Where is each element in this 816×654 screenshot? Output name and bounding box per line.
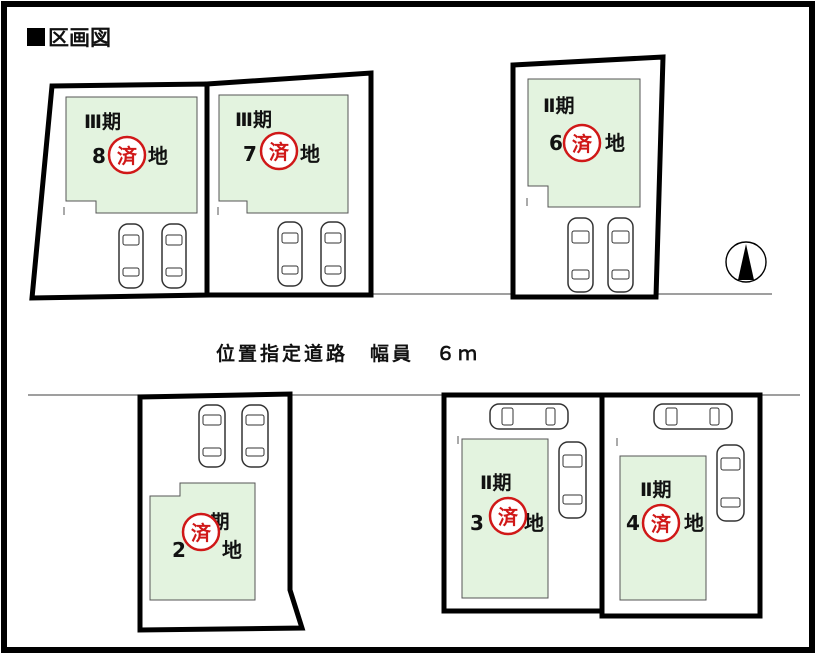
lot-suffix: 地 xyxy=(222,538,242,562)
sold-stamp-icon: 済 xyxy=(562,123,602,163)
lot-phase-label: Ⅱ期 xyxy=(480,472,512,494)
lot-number: 8 xyxy=(92,144,106,168)
lot-8[interactable]: Ⅲ期 8 地 済 xyxy=(29,81,210,301)
car-icon xyxy=(607,217,634,293)
car-icon xyxy=(567,217,594,293)
sold-stamp-text: 済 xyxy=(117,144,138,168)
lot-suffix: 地 xyxy=(300,142,320,166)
lot-suffix: 地 xyxy=(605,131,625,155)
lot-phase-label: Ⅲ期 xyxy=(235,109,272,131)
lot-phase-label: Ⅱ期 xyxy=(543,95,575,117)
lot-number: 6 xyxy=(549,131,563,155)
lot-suffix: 地 xyxy=(524,511,544,535)
car-icon xyxy=(716,444,745,522)
sold-stamp-text: 済 xyxy=(191,521,212,545)
lot-6[interactable]: Ⅱ期 6 地 済 xyxy=(510,54,666,300)
lot-2[interactable]: Ⅱ期 2 地 済 xyxy=(137,391,306,633)
car-icon xyxy=(653,403,733,430)
car-icon xyxy=(320,221,346,287)
lot-phase-label: Ⅲ期 xyxy=(84,111,121,133)
lot-suffix: 地 xyxy=(148,144,168,168)
title-square-icon xyxy=(27,28,45,46)
car-icon xyxy=(558,441,587,519)
north-arrow-icon xyxy=(725,241,767,283)
lot-number: 2 xyxy=(172,538,186,562)
sold-stamp-icon: 済 xyxy=(107,135,147,175)
lot-phase-label: Ⅱ期 xyxy=(640,479,672,501)
lot-3[interactable]: Ⅱ期 3 地 済 xyxy=(441,392,605,614)
sold-stamp-text: 済 xyxy=(498,505,519,529)
sold-stamp-icon: 済 xyxy=(488,496,528,536)
car-icon xyxy=(118,223,144,289)
car-icon xyxy=(241,404,269,468)
sold-stamp-icon: 済 xyxy=(181,512,221,552)
lot-number: 4 xyxy=(626,511,640,535)
car-icon xyxy=(489,403,569,430)
car-icon xyxy=(161,223,187,289)
lot-number: 3 xyxy=(470,511,484,535)
page-title: 区画図 xyxy=(48,26,111,50)
lot-number: 7 xyxy=(243,142,257,166)
car-icon xyxy=(198,404,226,468)
car-icon xyxy=(277,221,303,287)
lot-7[interactable]: Ⅲ期 7 地 済 xyxy=(204,70,374,298)
lot-4[interactable]: Ⅱ期 4 地 済 xyxy=(599,392,763,619)
sold-stamp-icon: 済 xyxy=(259,131,299,171)
sold-stamp-text: 済 xyxy=(269,140,290,164)
lot-suffix: 地 xyxy=(684,511,704,535)
sold-stamp-text: 済 xyxy=(572,132,593,156)
sold-stamp-text: 済 xyxy=(651,512,672,536)
sold-stamp-icon: 済 xyxy=(641,503,681,543)
road-label: 位置指定道路 幅員 ６ｍ xyxy=(216,342,480,365)
